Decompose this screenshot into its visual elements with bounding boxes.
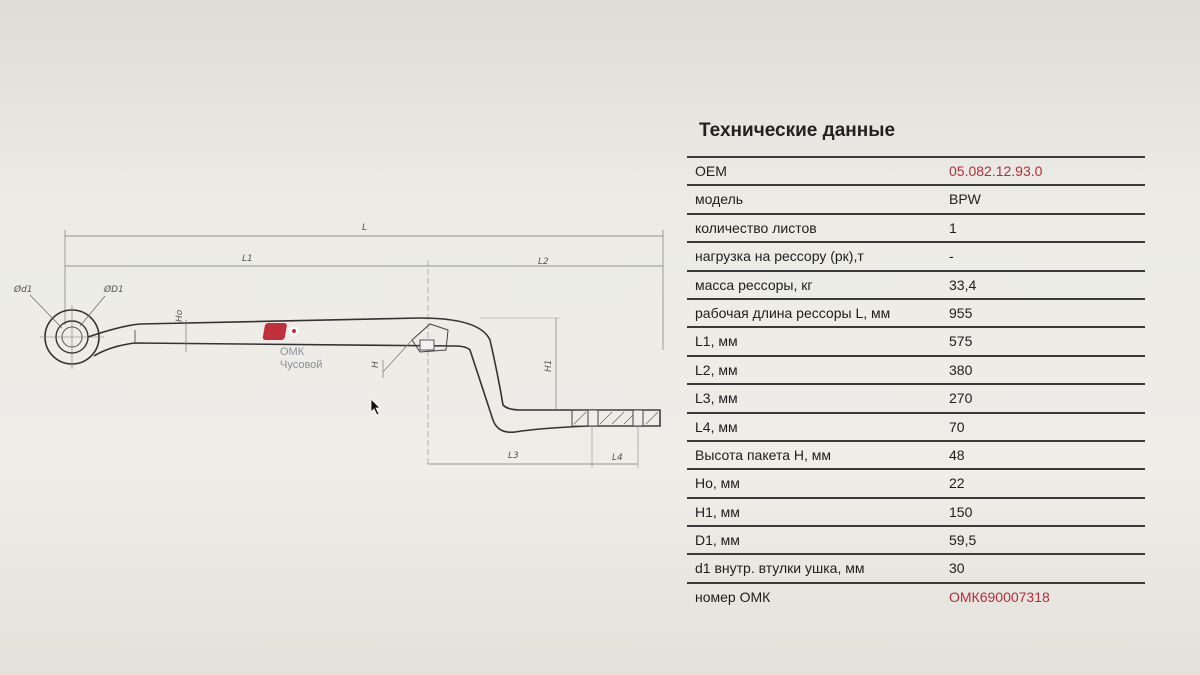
spring-drawing: L L1 L2 Ød1 ØD1 bbox=[0, 200, 680, 490]
dim-label-L: L bbox=[362, 223, 367, 233]
spec-label: L4, мм bbox=[695, 418, 738, 435]
spec-label: рабочая длина рессоры L, мм bbox=[695, 304, 891, 321]
spec-value: 59,5 bbox=[949, 532, 977, 549]
dim-label-L4: L4 bbox=[612, 453, 623, 463]
dim-label-D1: ØD1 bbox=[103, 284, 124, 295]
spec-row: L2, мм 380 bbox=[687, 354, 1145, 383]
dim-label-L1: L1 bbox=[242, 254, 253, 264]
spec-label: масса рессоры, кг bbox=[695, 276, 813, 293]
spring-drawing-svg: L L1 L2 Ød1 ØD1 bbox=[13, 223, 664, 468]
spec-value: 05.082.12.93.0 bbox=[949, 163, 1043, 179]
spec-row: L4, мм 70 bbox=[687, 411, 1145, 440]
specs-title: Технические данные bbox=[699, 120, 896, 141]
section-block bbox=[411, 323, 449, 353]
spec-row: номер ОМК ОМК690007318 bbox=[687, 581, 1145, 610]
spec-value: 33,4 bbox=[949, 276, 977, 293]
spec-label: D1, мм bbox=[695, 532, 740, 549]
arrow-pointer-icon bbox=[370, 398, 381, 416]
spec-row: Высота пакета H, мм 48 bbox=[687, 439, 1145, 468]
spec-value: 270 bbox=[949, 390, 973, 407]
spec-value: 48 bbox=[949, 446, 965, 463]
logo-text-city: Чусовой bbox=[280, 359, 322, 371]
spec-row: d1 внутр. втулки ушка, мм 30 bbox=[687, 553, 1145, 581]
spec-label: L2, мм bbox=[695, 361, 738, 378]
logo-text-omk: ОМК bbox=[280, 346, 305, 358]
spec-value: 70 bbox=[949, 418, 965, 435]
spec-value: 955 bbox=[949, 304, 973, 321]
dim-label-H: H bbox=[371, 361, 381, 368]
spec-row: L3, мм 270 bbox=[687, 383, 1145, 411]
spec-label: количество листов bbox=[695, 219, 817, 236]
dim-label-Ho: Ho bbox=[175, 309, 185, 322]
spec-row: H1, мм 150 bbox=[687, 496, 1145, 525]
spec-label: номер ОМК bbox=[695, 588, 771, 605]
dim-label-L3: L3 bbox=[508, 451, 519, 461]
spec-row: количество листов 1 bbox=[687, 212, 1145, 241]
spec-row: модель BPW bbox=[687, 184, 1145, 212]
spec-row: OEM 05.082.12.93.0 bbox=[687, 156, 1145, 184]
spec-value: 575 bbox=[949, 333, 973, 350]
spec-row: масса рессоры, кг 33,4 bbox=[687, 269, 1145, 298]
spec-value: 380 bbox=[949, 361, 973, 378]
spec-row: L1, мм 575 bbox=[687, 326, 1145, 354]
spec-label: модель bbox=[695, 191, 744, 208]
spec-value: BPW bbox=[949, 191, 981, 208]
dim-label-H1: H1 bbox=[544, 360, 554, 373]
spec-value: 30 bbox=[949, 560, 965, 577]
spec-label: H1, мм bbox=[695, 503, 740, 520]
spec-row: D1, мм 59,5 bbox=[687, 525, 1145, 553]
spec-value: 22 bbox=[949, 475, 965, 492]
spec-row: рабочая длина рессоры L, мм 955 bbox=[687, 297, 1145, 326]
spec-value: - bbox=[949, 248, 954, 265]
dim-label-L2: L2 bbox=[538, 257, 549, 267]
spec-value: 150 bbox=[949, 503, 973, 520]
spec-value: ОМК690007318 bbox=[949, 588, 1050, 605]
specs-table: OEM 05.082.12.93.0 модель BPW количество лис… bbox=[687, 156, 1145, 610]
specs-panel: Технические данные OEM 05.082.12.93.0 моде… bbox=[687, 118, 1149, 610]
end-pad bbox=[571, 409, 661, 427]
spec-label: Ho, мм bbox=[695, 475, 740, 492]
spec-row: нагрузка на рессору (рк),т - bbox=[687, 241, 1145, 269]
omk-logo-icon bbox=[262, 323, 299, 340]
spec-value: 1 bbox=[949, 219, 957, 236]
spec-label: OEM bbox=[695, 163, 727, 179]
spec-label: d1 внутр. втулки ушка, мм bbox=[695, 560, 865, 577]
spec-label: нагрузка на рессору (рк),т bbox=[695, 248, 864, 265]
spec-row: Ho, мм 22 bbox=[687, 468, 1145, 496]
dim-label-d1: Ød1 bbox=[13, 284, 33, 295]
spec-label: Высота пакета H, мм bbox=[695, 446, 832, 463]
spec-label: L1, мм bbox=[695, 333, 738, 350]
spec-label: L3, мм bbox=[695, 390, 738, 407]
